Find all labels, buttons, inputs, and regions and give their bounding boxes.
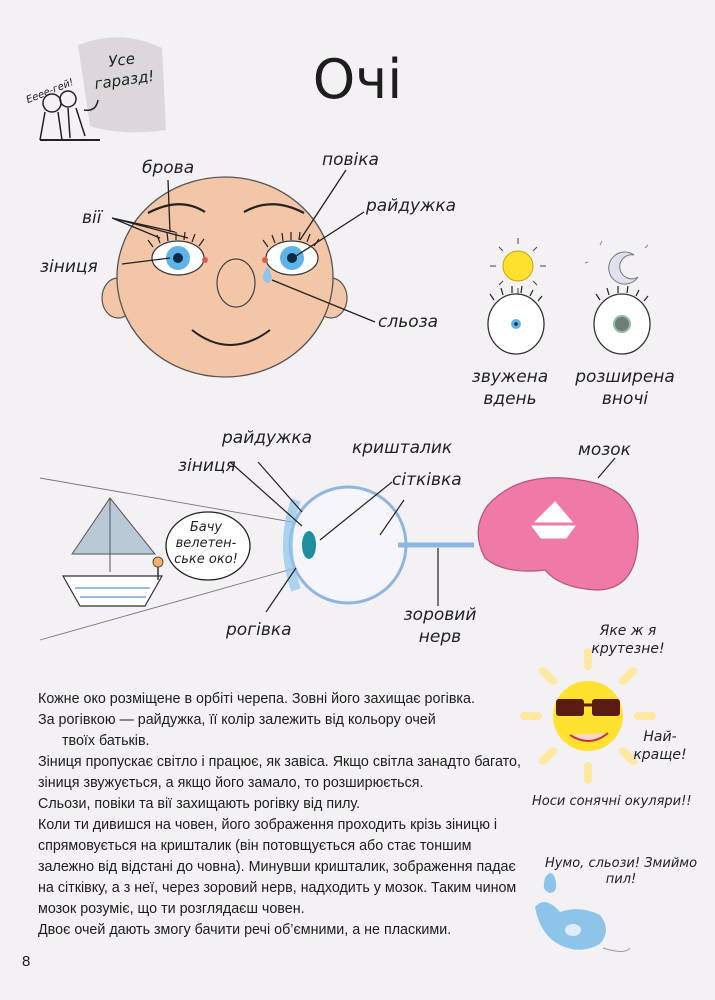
label-pupil-night-line-1: розширена [575,367,675,387]
label-pupil: зіниця [40,257,98,277]
label-diagram-lens: кришталик [352,438,453,458]
label-brow: брова [142,158,195,178]
sun-bubble-top-line-2: крутезне! [591,641,665,657]
boy-bubble-line-2: велетен- [175,536,237,551]
body-paragraph: Зіниця пропускає світло і працює, як зав… [38,754,521,791]
label-eyelashes: вії [82,208,102,228]
sun-bubble-top: Яке ж я крутезне! [580,622,676,658]
label-pupil-night-line-2: вночі [601,389,649,409]
boy-bubble-line-1: Бачу [189,520,223,535]
body-paragraph: Двоє очей дають змогу бачити речі об’ємн… [38,922,452,938]
boy-bubble-line-3: ське око! [174,552,238,567]
label-eyelid: повіка [322,150,379,170]
label-optic-nerve-line-1: зоровий [403,605,477,625]
label-pupil-day-line-1: звужена [471,367,549,387]
label-pupil-night: розширена вночі [560,366,690,410]
tear-drops-illustration [535,873,631,952]
body-paragraph: Сльози, повіки та вії захищають рогівку … [38,796,361,812]
label-diagram-optic-nerve: зоровий нерв [395,604,485,648]
label-pupil-day-line-2: вдень [483,389,537,409]
tear-bubble-line-2: пил! [605,872,637,887]
eye-diagram-illustration [39,457,639,641]
body-paragraph: Кожне око розміщене в орбіті черепа. Зов… [38,691,475,707]
corner-badge-illustration [39,37,166,141]
page-title: Очі [312,48,403,111]
label-diagram-pupil: зіниця [178,456,236,476]
body-paragraph: Коли ти дивишся на човен, його зображенн… [38,817,517,917]
label-diagram-brain: мозок [578,440,631,460]
label-diagram-iris: райдужка [222,428,313,448]
sun-illustration [520,648,656,784]
sun-bubble-middle-line-2: краще! [633,747,687,763]
label-iris: райдужка [366,196,457,216]
body-paragraph: твоїх батьків. [62,733,150,749]
label-diagram-retina: сітківка [392,470,462,490]
sun-bubble-top-line-1: Яке ж я [599,623,657,639]
sun-bubble-middle-line-1: Най- [643,729,677,745]
label-tear: сльоза [378,312,439,332]
sun-caption: Носи сонячні окуляри!! [532,794,692,809]
label-optic-nerve-line-2: нерв [418,627,462,647]
face-illustration [101,169,376,378]
sun-bubble-middle: Най- краще! [625,728,695,764]
tear-bubble-line-1: Нумо, сльози! Змиймо [544,856,698,871]
pupil-states-illustration [487,238,651,355]
tear-speech-bubble: Нумо, сльози! Змиймо пил! [537,856,705,888]
page-number: 8 [22,953,31,970]
label-pupil-day: звужена вдень [455,366,565,410]
body-text: Кожне око розміщене в орбіті черепа. Зов… [38,689,530,941]
label-diagram-cornea: рогівка [226,620,292,640]
boy-speech-bubble: Бачу велетен- ське око! [166,520,246,568]
body-paragraph: За рогівкою — райдужка, її колір залежит… [38,712,436,728]
